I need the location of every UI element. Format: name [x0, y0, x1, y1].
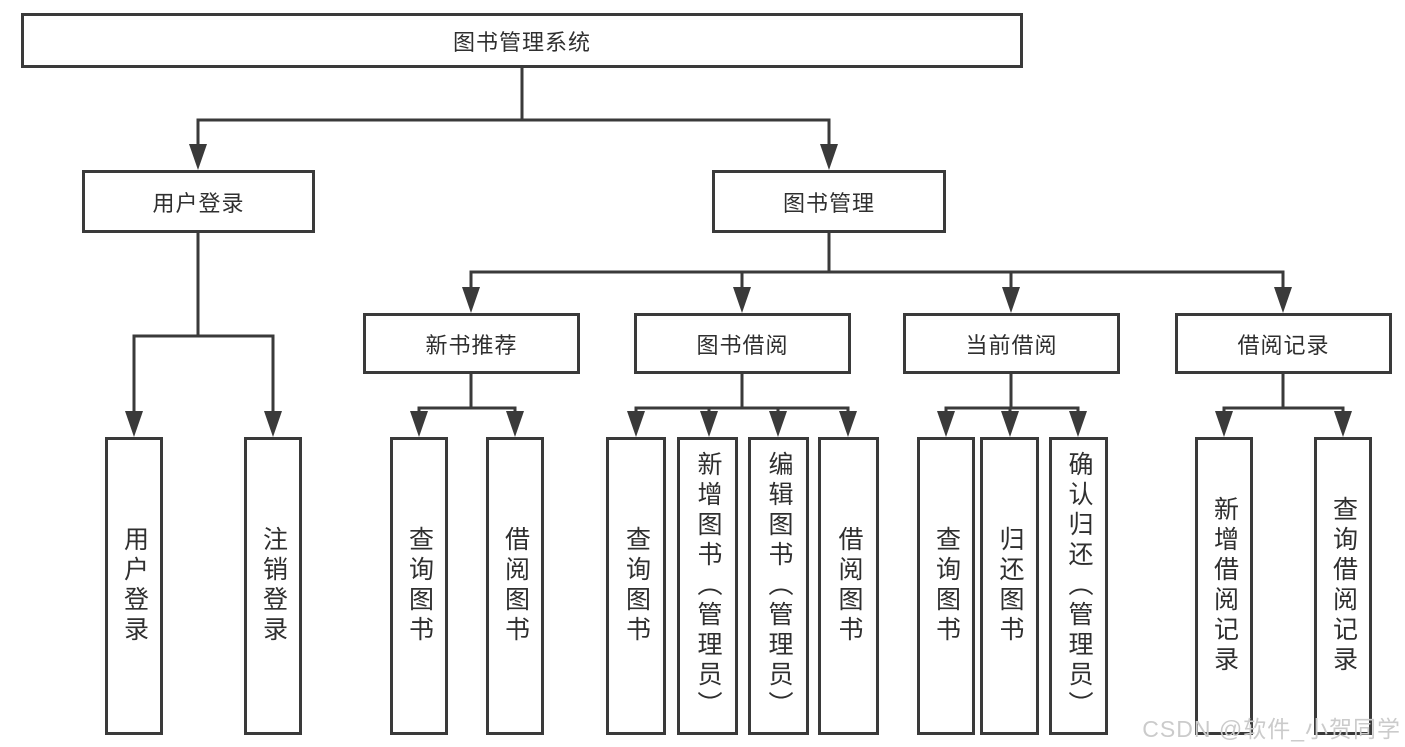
connector-book-borrow-children: [627, 374, 857, 437]
node-new-book: 新书推荐: [363, 313, 580, 374]
leaf-current-return-books: 归还图书: [980, 437, 1039, 735]
node-root: 图书管理系统: [21, 13, 1023, 68]
leaf-record-query-record: 查询借阅记录: [1314, 437, 1372, 735]
arrowhead-icon: [937, 411, 955, 437]
node-book-borrow-label: 图书借阅: [696, 332, 789, 358]
leaf-record-add-record-label: 新增借阅记录: [1210, 496, 1239, 676]
arrowhead-icon: [125, 411, 143, 437]
arrowhead-icon: [1274, 287, 1292, 313]
watermark: CSDN @软件_小贺同学: [1142, 716, 1401, 742]
node-user-login: 用户登录: [82, 170, 315, 233]
connector-root-to-level2: [189, 68, 838, 170]
node-new-book-label: 新书推荐: [425, 332, 518, 358]
node-borrow-record-label: 借阅记录: [1237, 332, 1330, 358]
connector-borrow-record-children: [1215, 374, 1352, 437]
arrowhead-icon: [1002, 287, 1020, 313]
connector-new-book-children: [410, 374, 524, 437]
leaf-current-return-books-label: 归还图书: [996, 526, 1024, 646]
arrowhead-icon: [700, 411, 718, 437]
arrowhead-icon: [410, 411, 428, 437]
arrowhead-icon: [1215, 411, 1233, 437]
leaf-borrow-query-books-label: 查询图书: [622, 526, 651, 646]
node-book-mgmt: 图书管理: [712, 170, 946, 233]
leaf-borrow-add-books-admin-label: 新增图书（管理员）: [694, 451, 722, 721]
leaf-record-add-record: 新增借阅记录: [1195, 437, 1253, 735]
node-current-borrow: 当前借阅: [903, 313, 1120, 374]
leaf-current-confirm-return-admin: 确认归还（管理员）: [1049, 437, 1108, 735]
node-borrow-record: 借阅记录: [1175, 313, 1392, 374]
arrowhead-icon: [1069, 411, 1087, 437]
leaf-current-query-books-label: 查询图书: [932, 526, 961, 646]
arrowhead-icon: [462, 287, 480, 313]
leaf-borrow-edit-books-admin: 编辑图书（管理员）: [748, 437, 809, 735]
leaf-user-login-label: 用户登录: [120, 526, 149, 646]
leaf-borrow-add-books-admin: 新增图书（管理员）: [677, 437, 738, 735]
leaf-borrow-borrow-books-label: 借阅图书: [835, 526, 863, 646]
leaf-newbook-query-books-label: 查询图书: [405, 526, 434, 646]
leaf-current-confirm-return-admin-label: 确认归还（管理员）: [1065, 451, 1093, 721]
arrowhead-icon: [627, 411, 645, 437]
leaf-current-query-books: 查询图书: [917, 437, 975, 735]
node-root-label: 图书管理系统: [452, 29, 591, 55]
node-current-borrow-label: 当前借阅: [965, 332, 1058, 358]
leaf-record-query-record-label: 查询借阅记录: [1329, 496, 1358, 676]
leaf-newbook-borrow-books-label: 借阅图书: [501, 526, 530, 646]
leaf-borrow-query-books: 查询图书: [606, 437, 666, 735]
arrowhead-icon: [820, 144, 838, 170]
leaf-borrow-borrow-books: 借阅图书: [818, 437, 879, 735]
connector-user-login-children: [125, 233, 282, 437]
node-user-login-label: 用户登录: [152, 190, 245, 216]
connector-book-mgmt-to-level3: [462, 233, 1292, 313]
arrowhead-icon: [506, 411, 524, 437]
arrowhead-icon: [839, 411, 857, 437]
leaf-newbook-query-books: 查询图书: [390, 437, 448, 735]
leaf-borrow-edit-books-admin-label: 编辑图书（管理员）: [765, 451, 793, 721]
arrowhead-icon: [189, 144, 207, 170]
node-book-mgmt-label: 图书管理: [782, 190, 875, 216]
arrowhead-icon: [264, 411, 282, 437]
arrowhead-icon: [733, 287, 751, 313]
connector-current-borrow-children: [937, 374, 1087, 437]
node-book-borrow: 图书借阅: [634, 313, 851, 374]
leaf-newbook-borrow-books: 借阅图书: [486, 437, 544, 735]
leaf-user-login: 用户登录: [105, 437, 163, 735]
leaf-logout-label: 注销登录: [259, 526, 288, 646]
arrowhead-icon: [1334, 411, 1352, 437]
arrowhead-icon: [769, 411, 787, 437]
arrowhead-icon: [1001, 411, 1019, 437]
leaf-logout: 注销登录: [244, 437, 302, 735]
